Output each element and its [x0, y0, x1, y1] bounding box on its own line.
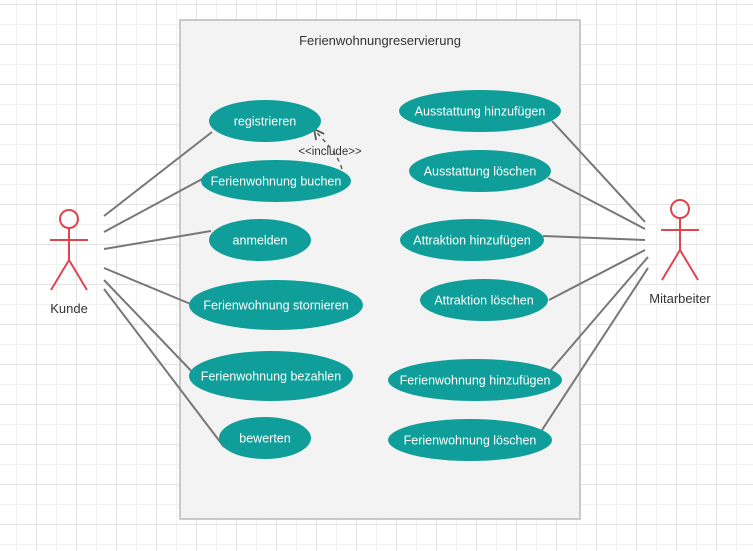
include-relation: <<include>>: [298, 129, 362, 170]
include-label: <<include>>: [298, 146, 362, 158]
actor-right-leg: [679, 249, 699, 281]
association-line-mitarbeiter-ausst_add: [551, 120, 646, 223]
use-case-stornieren[interactable]: Ferienwohnung stornieren: [189, 280, 363, 330]
actor-head: [670, 199, 690, 219]
association-line-kunde-anmelden: [103, 230, 212, 250]
association-line-mitarbeiter-attr_del: [548, 249, 646, 301]
use-case-label: Ferienwohnung hinzufügen: [400, 374, 551, 388]
actor-kunde[interactable]: Kunde: [50, 209, 88, 316]
use-case-fw_del[interactable]: Ferienwohnung löschen: [388, 419, 552, 461]
use-case-label: Attraktion löschen: [434, 294, 533, 308]
use-case-label: Ausstattung hinzufügen: [415, 105, 546, 119]
use-case-label: Ausstattung löschen: [424, 165, 537, 179]
use-case-label: Attraktion hinzufügen: [413, 234, 530, 248]
use-case-bezahlen[interactable]: Ferienwohnung bezahlen: [189, 351, 353, 401]
association-line-mitarbeiter-fw_del: [541, 267, 649, 431]
use-case-label: Ferienwohnung stornieren: [203, 299, 348, 313]
actor-left-leg: [50, 259, 70, 291]
use-case-label: anmelden: [233, 234, 288, 248]
actor-left-leg: [661, 249, 681, 281]
use-case-label: Ferienwohnung bezahlen: [201, 370, 341, 384]
use-case-label: Ferienwohnung löschen: [404, 434, 537, 448]
association-line-mitarbeiter-fw_add: [550, 256, 649, 371]
actor-mitarbeiter[interactable]: Mitarbeiter: [649, 199, 711, 306]
use-case-fw_add[interactable]: Ferienwohnung hinzufügen: [388, 359, 562, 401]
use-case-label: registrieren: [234, 115, 297, 129]
association-line-kunde-bewerten: [103, 288, 225, 448]
association-line-kunde-registrieren: [103, 131, 213, 217]
use-case-ellipse[interactable]: [409, 150, 551, 192]
use-case-attr_add[interactable]: Attraktion hinzufügen: [400, 219, 544, 261]
use-case-label: Ferienwohnung buchen: [211, 175, 342, 189]
actors: Kunde Mitarbeiter: [50, 199, 711, 316]
use-case-registrieren[interactable]: registrieren: [209, 100, 321, 142]
association-line-kunde-stornieren: [103, 267, 194, 306]
use-case-ellipse[interactable]: [399, 90, 561, 132]
use-case-ellipse[interactable]: [219, 417, 311, 459]
use-case-ellipse[interactable]: [400, 219, 544, 261]
actor-head: [59, 209, 79, 229]
actor-right-leg: [68, 259, 88, 291]
use-case-ausst_add[interactable]: Ausstattung hinzufügen: [399, 90, 561, 132]
use-case-ellipse[interactable]: [388, 359, 562, 401]
use-case-ellipse[interactable]: [189, 351, 353, 401]
association-line-kunde-bezahlen: [103, 279, 199, 379]
use-case-bewerten[interactable]: bewerten: [219, 417, 311, 459]
use-case-ellipse[interactable]: [209, 100, 321, 142]
use-case-ellipse[interactable]: [388, 419, 552, 461]
association-line-mitarbeiter-ausst_del: [547, 177, 646, 230]
use-case-attr_del[interactable]: Attraktion löschen: [420, 279, 548, 321]
use-case-label: bewerten: [239, 432, 290, 446]
actor-label: Kunde: [50, 301, 88, 316]
association-line-mitarbeiter-attr_add: [542, 235, 646, 241]
use-case-ausst_del[interactable]: Ausstattung löschen: [409, 150, 551, 192]
use-case-ellipse[interactable]: [209, 219, 311, 261]
include-arrow: [314, 129, 343, 170]
use-case-ellipse[interactable]: [189, 280, 363, 330]
association-line-kunde-buchen: [103, 177, 205, 233]
system-title: Ferienwohnungreservierung: [299, 33, 461, 48]
association-lines: [103, 120, 649, 448]
use-case-anmelden[interactable]: anmelden: [209, 219, 311, 261]
actor-label: Mitarbeiter: [649, 291, 711, 306]
use-case-buchen[interactable]: Ferienwohnung buchen: [201, 160, 351, 202]
use-case-ellipse[interactable]: [420, 279, 548, 321]
use-case-ellipse[interactable]: [201, 160, 351, 202]
